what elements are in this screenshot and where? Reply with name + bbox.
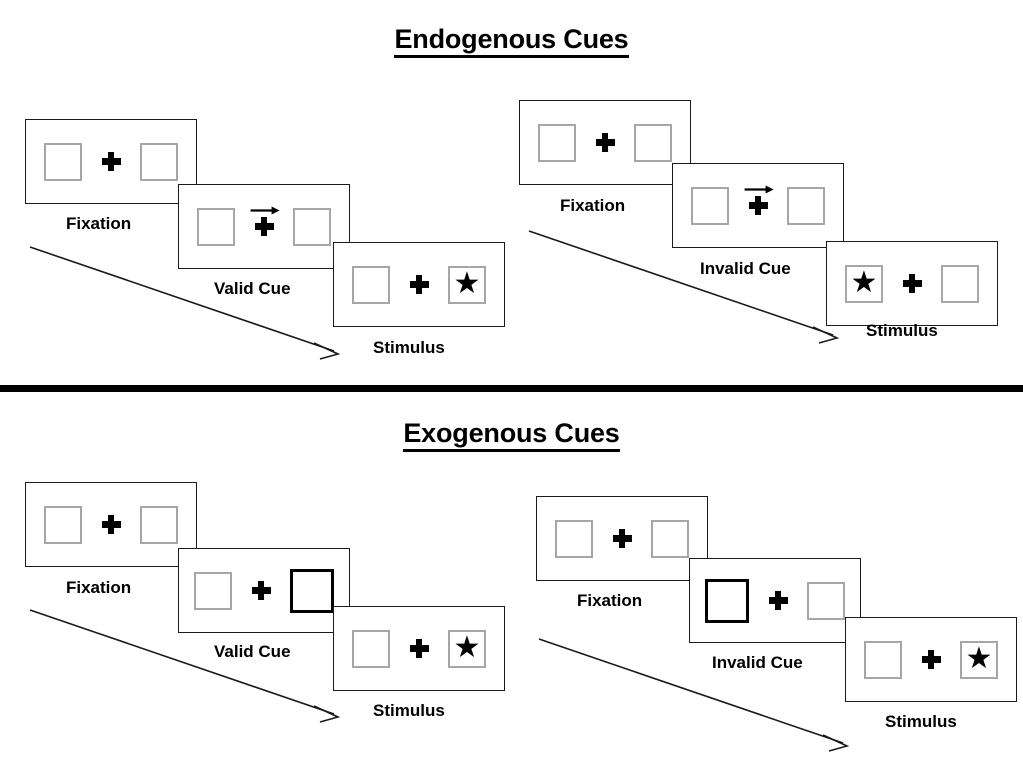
- placeholder-box-right: [651, 519, 689, 558]
- placeholder-box-right: [140, 505, 178, 544]
- panel-exogenous-invalid-cue: [689, 558, 861, 643]
- panel-exogenous-valid-stimulus: ★: [333, 606, 505, 691]
- panel-exogenous-invalid-stimulus: ★: [845, 617, 1017, 702]
- caption-exogenous-invalid-cue: Invalid Cue: [712, 653, 803, 672]
- caption-endogenous-invalid-stimulus: Stimulus: [866, 321, 938, 340]
- placeholder-box-left: [691, 186, 729, 225]
- caption-endogenous-valid-fixation: Fixation: [66, 214, 132, 233]
- time-arrow-exogenous-valid: [28, 606, 348, 726]
- plus-fixation-cross-icon: [595, 133, 615, 152]
- plus-fixation-cross-icon: [612, 529, 632, 548]
- fixation-center: [593, 529, 651, 548]
- placeholder-box-right-with-target: ★: [448, 629, 486, 668]
- placeholder-box-left: [352, 629, 390, 668]
- placeholder-box-right: [293, 207, 331, 246]
- placeholder-box-left: [555, 519, 593, 558]
- caption-exogenous-valid-stimulus: Stimulus: [373, 701, 445, 720]
- section-title-exogenous: Exogenous Cues: [0, 418, 1023, 452]
- panel-endogenous-invalid-fixation: [519, 100, 691, 185]
- fixation-center: [390, 275, 448, 294]
- fixation-center: [902, 650, 960, 669]
- arrow-right-cue-icon: [744, 181, 774, 194]
- star-icon: ★: [453, 266, 481, 300]
- arrow-right-cue-icon: [250, 202, 280, 215]
- plus-fixation-cross-icon: [251, 581, 271, 600]
- panel-endogenous-valid-cue: [178, 184, 350, 269]
- fixation-center: [729, 185, 787, 215]
- panel-endogenous-valid-fixation: [25, 119, 197, 204]
- fixation-center: [82, 515, 140, 534]
- panel-exogenous-valid-fixation: [25, 482, 197, 567]
- time-arrow-endogenous-invalid: [527, 227, 847, 347]
- section-divider: [0, 385, 1023, 392]
- plus-fixation-cross-icon: [409, 639, 429, 658]
- plus-fixation-cross-icon: [101, 152, 121, 171]
- panel-endogenous-invalid-cue: [672, 163, 844, 248]
- caption-exogenous-valid-fixation: Fixation: [66, 578, 132, 597]
- star-icon: ★: [850, 265, 878, 299]
- fixation-center: [749, 591, 807, 610]
- placeholder-box-left-cued: [705, 578, 749, 623]
- plus-fixation-cross-icon: [902, 274, 922, 293]
- caption-endogenous-invalid-fixation: Fixation: [560, 196, 626, 215]
- placeholder-box-right-with-target: ★: [960, 640, 998, 679]
- caption-endogenous-invalid-cue: Invalid Cue: [700, 259, 791, 278]
- star-icon: ★: [453, 630, 481, 664]
- fixation-center: [232, 581, 290, 600]
- placeholder-box-right: [634, 123, 672, 162]
- placeholder-box-right: [787, 186, 825, 225]
- section-title-exogenous-text: Exogenous Cues: [403, 418, 620, 452]
- placeholder-box-left: [44, 142, 82, 181]
- caption-exogenous-invalid-fixation: Fixation: [577, 591, 643, 610]
- panel-exogenous-valid-cue: [178, 548, 350, 633]
- plus-fixation-cross-icon: [748, 196, 768, 215]
- time-arrow-endogenous-valid: [28, 243, 348, 363]
- plus-fixation-cross-icon: [768, 591, 788, 610]
- placeholder-box-left: [197, 207, 235, 246]
- time-arrow-exogenous-invalid: [537, 635, 857, 755]
- placeholder-box-right: [807, 581, 845, 620]
- plus-fixation-cross-icon: [254, 217, 274, 236]
- plus-fixation-cross-icon: [409, 275, 429, 294]
- placeholder-box-left-with-target: ★: [845, 264, 883, 303]
- placeholder-box-left: [352, 265, 390, 304]
- placeholder-box-left: [538, 123, 576, 162]
- plus-fixation-cross-icon: [101, 515, 121, 534]
- placeholder-box-left: [44, 505, 82, 544]
- fixation-center: [390, 639, 448, 658]
- placeholder-box-right: [140, 142, 178, 181]
- placeholder-box-right-cued: [290, 568, 334, 613]
- panel-endogenous-invalid-stimulus: ★: [826, 241, 998, 326]
- caption-exogenous-invalid-stimulus: Stimulus: [885, 712, 957, 731]
- fixation-center: [883, 274, 941, 293]
- placeholder-box-left: [194, 571, 232, 610]
- placeholder-box-right: [941, 264, 979, 303]
- placeholder-box-right-with-target: ★: [448, 265, 486, 304]
- plus-fixation-cross-icon: [921, 650, 941, 669]
- section-title-endogenous-text: Endogenous Cues: [394, 24, 629, 58]
- fixation-center: [576, 133, 634, 152]
- star-icon: ★: [965, 641, 993, 675]
- caption-exogenous-valid-cue: Valid Cue: [214, 642, 291, 661]
- caption-endogenous-valid-cue: Valid Cue: [214, 279, 291, 298]
- panel-endogenous-valid-stimulus: ★: [333, 242, 505, 327]
- panel-exogenous-invalid-fixation: [536, 496, 708, 581]
- placeholder-box-left: [864, 640, 902, 679]
- fixation-center: [235, 206, 293, 236]
- caption-endogenous-valid-stimulus: Stimulus: [373, 338, 445, 357]
- section-title-endogenous: Endogenous Cues: [0, 24, 1023, 58]
- fixation-center: [82, 152, 140, 171]
